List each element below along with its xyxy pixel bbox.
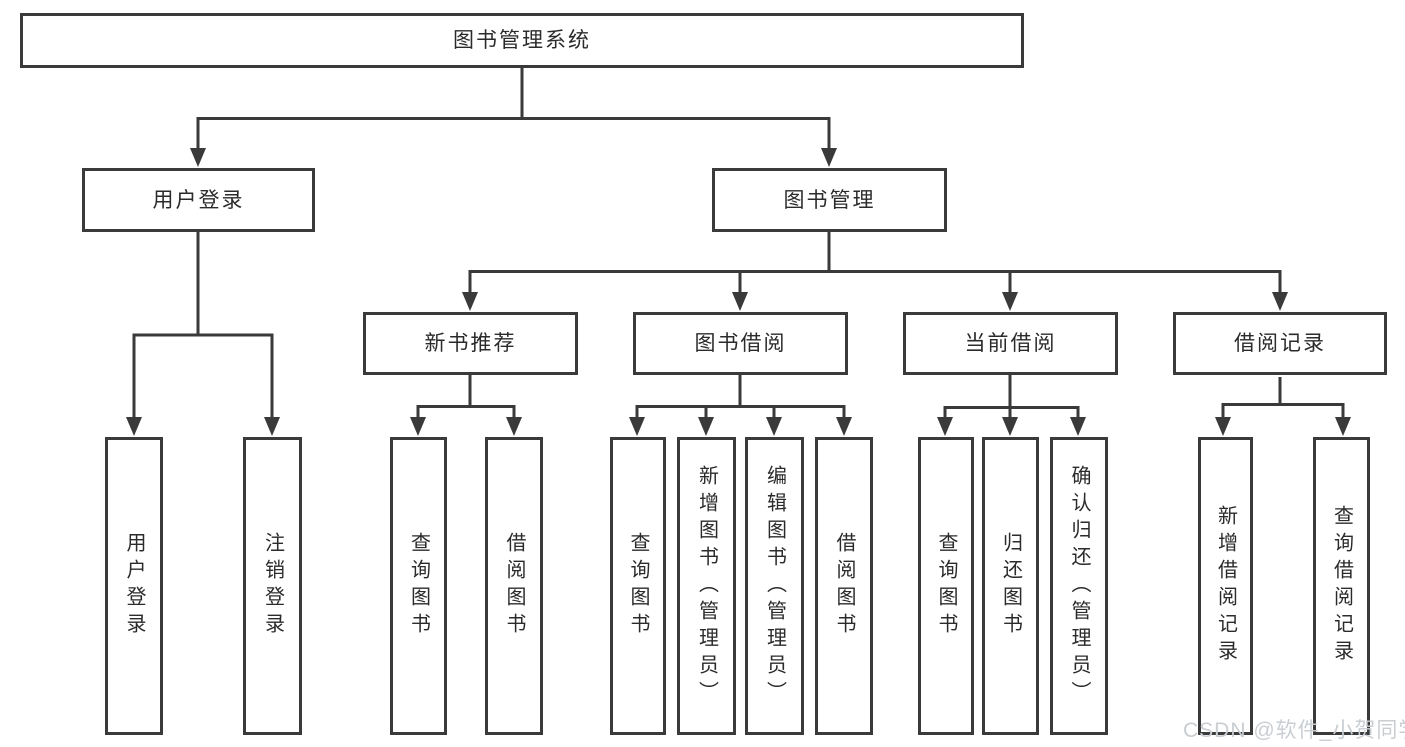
node-book-borrow: 图书借阅 bbox=[633, 312, 848, 375]
leaf-edit-book-admin: 编辑图书（管理员） bbox=[745, 437, 804, 735]
leaf-borrow-books: 借阅图书 bbox=[815, 437, 873, 735]
leaf-user-login: 用户登录 bbox=[105, 437, 163, 735]
leaf-query-books-borrow: 查询图书 bbox=[610, 437, 666, 735]
leaf-logout-login: 注销登录 bbox=[243, 437, 302, 735]
node-current-borrow: 当前借阅 bbox=[903, 312, 1118, 375]
leaf-add-borrow-record: 新增借阅记录 bbox=[1198, 437, 1253, 735]
node-book-management: 图书管理 bbox=[712, 168, 947, 232]
node-borrow-records: 借阅记录 bbox=[1173, 312, 1387, 375]
node-root-system: 图书管理系统 bbox=[20, 13, 1024, 68]
csdn-watermark: CSDN @软件_小贺同学 bbox=[1183, 719, 1405, 742]
leaf-query-borrow-record: 查询借阅记录 bbox=[1313, 437, 1370, 735]
leaf-confirm-return-admin: 确认归还（管理员） bbox=[1050, 437, 1108, 735]
node-user-login: 用户登录 bbox=[82, 168, 315, 232]
node-new-book-recommend: 新书推荐 bbox=[363, 312, 578, 375]
leaf-return-books: 归还图书 bbox=[982, 437, 1039, 735]
leaf-add-book-admin: 新增图书（管理员） bbox=[677, 437, 736, 735]
leaf-borrow-books-recommend: 借阅图书 bbox=[485, 437, 543, 735]
leaf-query-books-recommend: 查询图书 bbox=[390, 437, 447, 735]
leaf-query-books-current: 查询图书 bbox=[918, 437, 974, 735]
